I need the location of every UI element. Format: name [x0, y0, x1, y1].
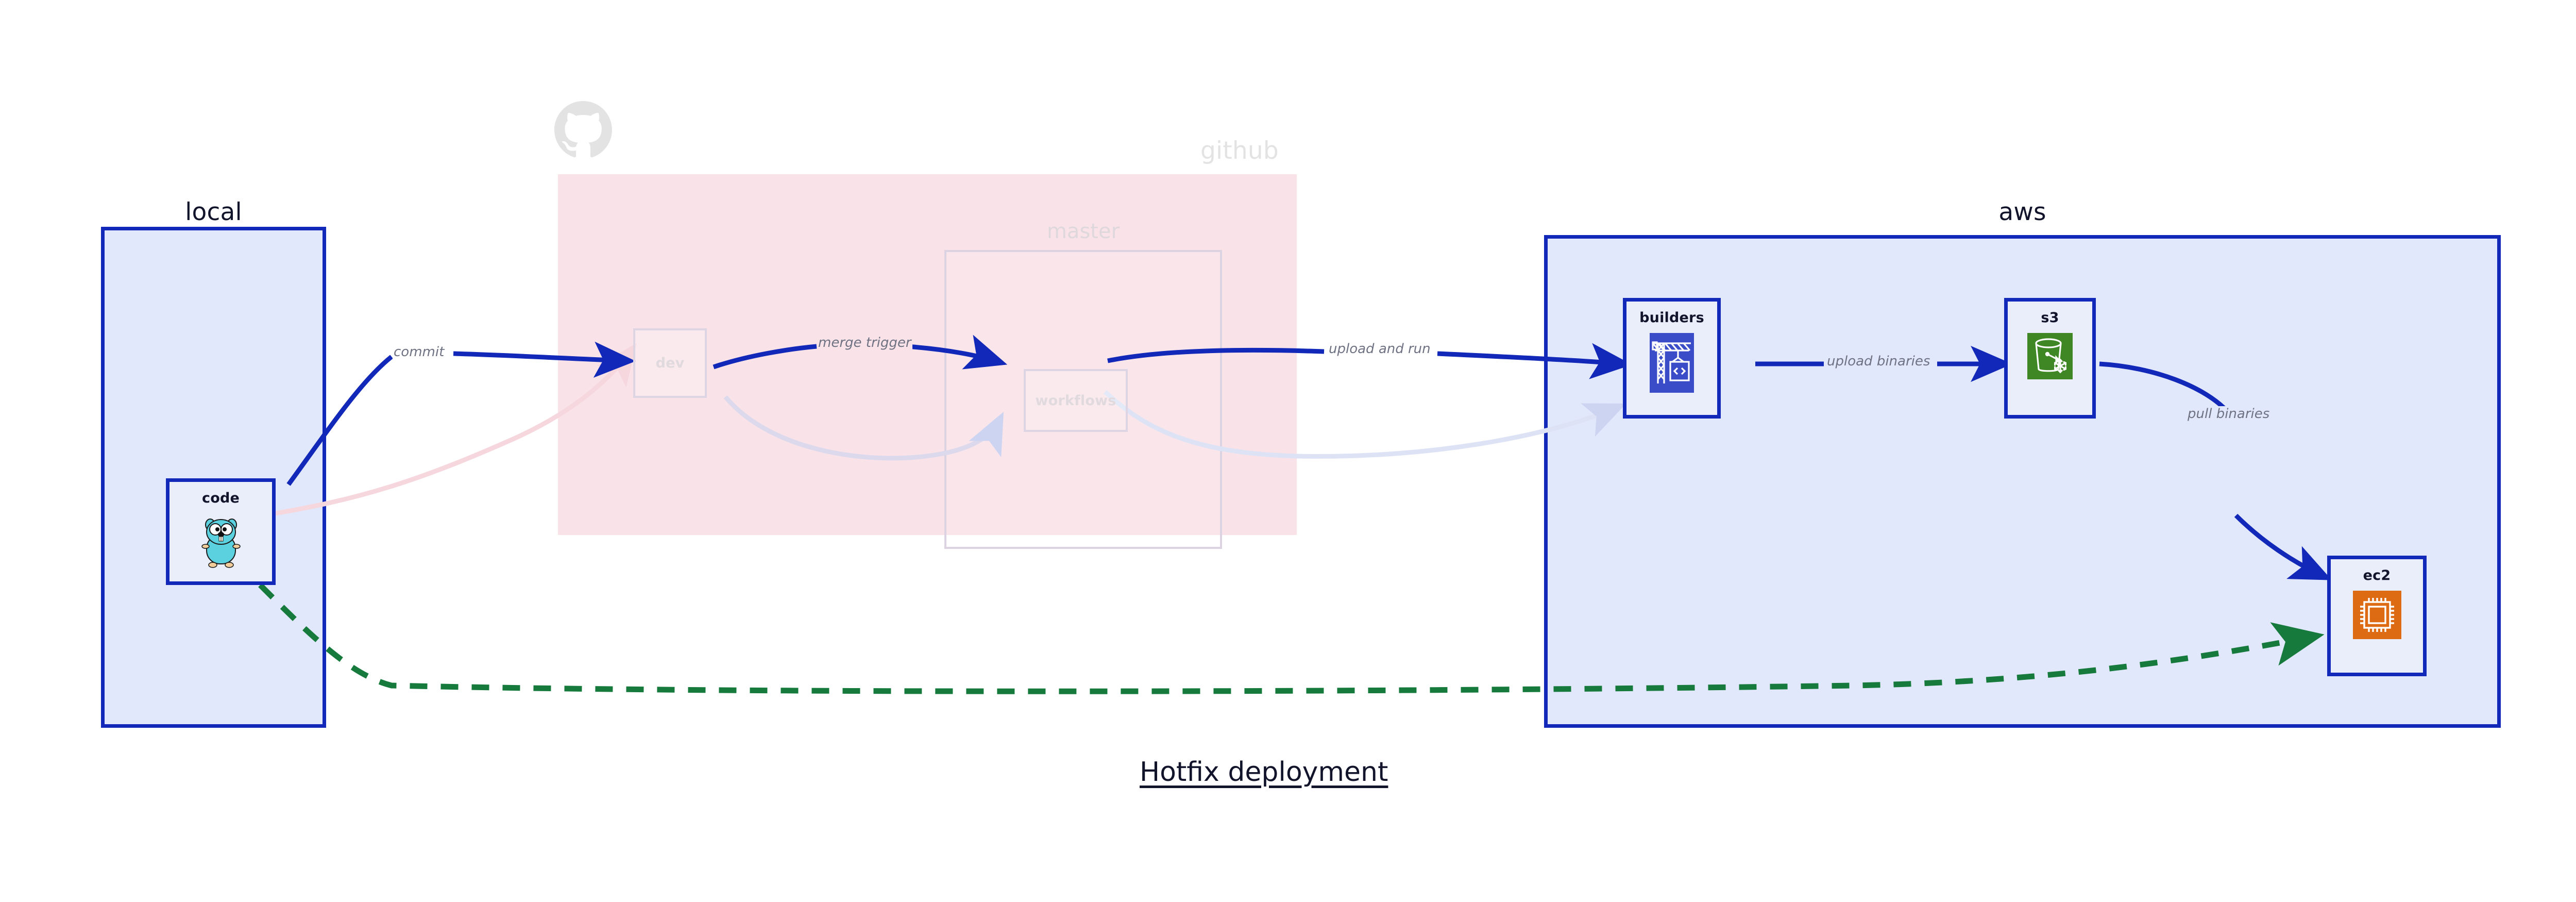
node-s3-label: s3: [2041, 310, 2059, 326]
edge-label-pull-binaries: pull binaries: [2187, 406, 2271, 422]
edge-label-upload-binaries: upload binaries: [1826, 354, 1931, 369]
node-workflows[interactable]: workflows: [1024, 369, 1128, 432]
go-gopher-icon: [195, 513, 247, 571]
node-dev-label: dev: [655, 355, 685, 371]
aws-codebuild-icon: [1650, 333, 1694, 395]
cluster-github-label: github: [1200, 137, 1279, 165]
node-workflows-label: workflows: [1035, 392, 1116, 409]
node-code-label: code: [202, 490, 240, 506]
node-ec2-label: ec2: [2363, 567, 2391, 583]
cluster-aws-label: aws: [1998, 198, 2046, 226]
node-dev[interactable]: dev: [633, 328, 707, 398]
aws-ec2-chip-icon: [2352, 591, 2401, 641]
cluster-local-label: local: [185, 198, 242, 226]
github-octocat-icon: [554, 101, 612, 159]
node-builders-label: builders: [1639, 310, 1704, 326]
diagram-title: Hotfix deployment: [1140, 757, 1388, 788]
edge-label-upload-and-run: upload and run: [1328, 341, 1432, 357]
aws-s3-glacier-icon: [2027, 333, 2073, 381]
node-builders[interactable]: builders: [1623, 298, 1721, 419]
edge-label-merge-trigger: merge trigger: [817, 335, 912, 350]
cluster-local: [101, 227, 326, 728]
subcluster-master-label: master: [1046, 220, 1120, 243]
node-ec2[interactable]: ec2: [2327, 556, 2427, 676]
node-code[interactable]: code: [166, 478, 276, 585]
node-s3[interactable]: s3: [2004, 298, 2096, 419]
edge-label-commit: commit: [393, 344, 446, 360]
